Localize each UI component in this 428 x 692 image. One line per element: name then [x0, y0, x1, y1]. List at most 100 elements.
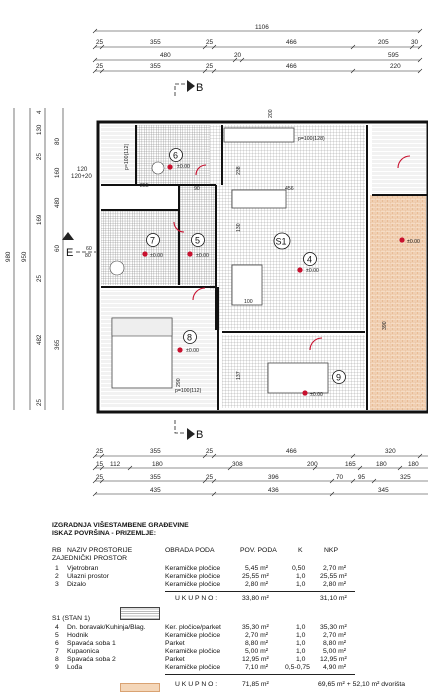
dim-text: 308 [232, 461, 243, 468]
cell-floor: Keramičke pločice [165, 664, 221, 671]
door-swings [173, 155, 411, 351]
dim-text: 205 [378, 39, 389, 46]
dim-text: 25 [36, 399, 43, 406]
dining-table [231, 189, 287, 209]
col-header: NKP [324, 547, 338, 554]
dim-text: 396 [268, 474, 279, 481]
cell-name: Spavaća soba 1 [67, 640, 116, 647]
section-markers: B B E [62, 80, 203, 441]
building [96, 120, 428, 414]
top-dimension-lines: 1106 25 355 25 466 205 30 480 20 595 25 … [92, 24, 423, 74]
dim-text: 4 [36, 110, 43, 114]
plan-annotations: ±0.00 ±0.00 ±0.00 ±0.00 ±0.00 ±0.00 ±0.0… [85, 109, 420, 398]
col-header: OBRADA PODA [165, 547, 215, 554]
cell-area: 35,30 m² [242, 624, 269, 631]
cell-name: Vjetrobran [67, 565, 99, 572]
dim-text: 595 [388, 52, 399, 59]
cell-nkp: 2,70 m² [323, 632, 347, 639]
dim-text: 482 [36, 334, 43, 345]
dim-text: 25 [96, 474, 104, 481]
cell-name: Spavaća soba 2 [67, 656, 116, 663]
cell-rb: 9 [55, 664, 59, 671]
dim-text: 480 [160, 52, 171, 59]
dim-text: 120 [77, 166, 88, 173]
dim-text: 25 [206, 63, 214, 70]
p-top: p=100(128) [298, 136, 325, 142]
cell-area: 2,70 m² [245, 632, 269, 639]
cell-rb: 6 [55, 640, 59, 647]
room-label-8: 8 [187, 333, 192, 343]
bed-pillows [111, 317, 173, 337]
col-header: NAZIV PROSTORIJE [67, 547, 133, 554]
neighbour-unit [370, 195, 426, 410]
cell-rb: 5 [55, 632, 59, 639]
cell-name: Ulazni prostor [67, 573, 109, 580]
section-b-bottom: B [196, 429, 203, 441]
cell-k: 0,5-0,75 [285, 664, 310, 671]
p-left: p=100(112) [124, 143, 130, 170]
dim-text: 25 [96, 63, 104, 70]
dim-text: 15 [96, 461, 104, 468]
dim-60: 60 [86, 246, 92, 252]
col-header: RB [52, 547, 62, 554]
dim-90: 90 [194, 186, 200, 192]
legend-swatch-s1 [120, 607, 160, 620]
dim-text: 25 [206, 474, 214, 481]
legend-swatch-dvoriste [120, 683, 160, 692]
col-header: K [298, 547, 303, 554]
left-dimension-lines: 980 950 4 130 25 169 480 25 482 25 80 16… [5, 108, 92, 410]
cell-name: Dizalo [67, 581, 86, 588]
toilet [151, 161, 165, 175]
cell-k: 1,0 [296, 648, 306, 655]
group-total-label: U K U P N O : [175, 681, 218, 688]
room-label-4: 4 [307, 255, 312, 265]
dim-text: 466 [286, 448, 297, 455]
cell-name: Hodnik [67, 632, 89, 639]
washbasin [109, 260, 125, 276]
cell-k: 1,0 [296, 632, 306, 639]
area-table: IZGRADNJA VIŠESTAMBENE GRAĐEVINE ISKAZ P… [0, 515, 428, 692]
room-labels: 6 7 5 S1 4 8 9 [146, 148, 346, 384]
dim-130: 130 [236, 223, 242, 232]
section-b-top: B [196, 82, 203, 94]
level-text: ±0.00 [177, 164, 190, 170]
dim-238: 238 [236, 166, 242, 175]
level-markers [142, 164, 405, 396]
dim-text: 130 [36, 124, 43, 135]
dim-top-total: 1106 [255, 24, 269, 31]
dim-text: 25 [36, 275, 43, 282]
dim-text: 30 [411, 39, 419, 46]
dim-390: 390 [382, 321, 388, 330]
dim-text: 169 [36, 214, 43, 225]
cell-floor: Keramičke pločice [165, 565, 221, 572]
cell-k: 1,0 [296, 573, 306, 580]
cell-k: 1,0 [296, 656, 306, 663]
cell-floor: Keramičke pločice [165, 581, 221, 588]
dim-text: 180 [408, 461, 419, 468]
dim-text: 120+20 [71, 173, 92, 180]
room-label-7: 7 [150, 236, 155, 246]
dim-text: 200 [307, 461, 318, 468]
dim-text: 20 [234, 52, 242, 59]
dim-text: 80 [54, 138, 61, 145]
cell-nkp: 5,00 m² [323, 648, 347, 655]
level-text: ±0.00 [306, 268, 319, 274]
col-header: POV. PODA [240, 547, 277, 554]
dim-left-inner: 950 [21, 251, 28, 262]
level-text: ±0.00 [407, 239, 420, 245]
stair-core [372, 125, 426, 193]
cell-area: 7,10 m² [245, 664, 269, 671]
table-title: IZGRADNJA VIŠESTAMBENE GRAĐEVINE [52, 522, 189, 529]
group-total-nkp: 69,65 m² + 52,10 m² dvorišta [318, 681, 406, 688]
dim-text: 466 [286, 39, 297, 46]
dim-text: 466 [286, 63, 297, 70]
dim-text: 95 [358, 474, 366, 481]
dim-left-outer: 980 [5, 251, 12, 262]
dim-255: 255 [140, 183, 149, 189]
cell-nkp: 4,90 m² [323, 664, 347, 671]
room-label-5: 5 [195, 236, 200, 246]
dim-text: 220 [390, 63, 401, 70]
dim-100: 100 [244, 299, 253, 305]
dim-text: 25 [96, 39, 104, 46]
room-label-9: 9 [336, 373, 341, 383]
